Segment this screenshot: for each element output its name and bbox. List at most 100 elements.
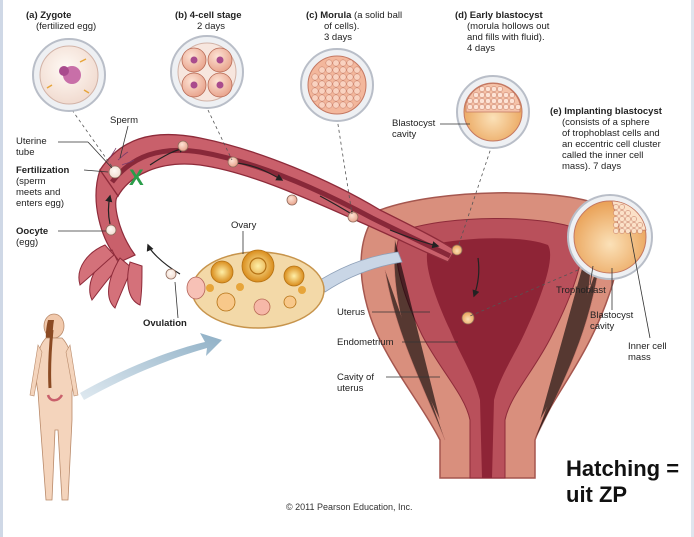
cell-dot xyxy=(311,73,319,81)
cell-dot xyxy=(625,222,631,228)
cell-dot xyxy=(339,94,347,102)
cell-dot xyxy=(509,92,515,98)
stage-c-title-rest: (a solid ball xyxy=(351,10,403,21)
cell-dot xyxy=(485,98,491,104)
cell-dot xyxy=(467,98,473,104)
stage-e-sub-2: of trophoblast cells and xyxy=(562,128,660,139)
cell-dot xyxy=(332,94,340,102)
cell-dot xyxy=(515,104,521,110)
sperm-cells xyxy=(109,147,135,166)
blastocyst-cavity-d-2: cavity xyxy=(392,129,417,140)
cell-dot xyxy=(339,80,347,88)
cell-dot xyxy=(325,66,333,74)
blastocyst-cavity-e-2: cavity xyxy=(590,321,615,332)
uterine-tube-label: Uterine tube xyxy=(16,136,47,158)
cell-dot xyxy=(311,94,319,102)
cell-dot xyxy=(332,101,340,109)
cell-dot xyxy=(353,94,361,102)
uterine-tube-label-1: Uterine xyxy=(16,136,47,147)
cavity-of-uterus-label: Cavity of uterus xyxy=(337,372,374,394)
hatching-line-1: Hatching = xyxy=(566,456,680,481)
oocyte-sub: (egg) xyxy=(16,237,39,248)
stage-a-label: (a) Zygote (fertilized egg) xyxy=(26,10,96,32)
cell-dot xyxy=(509,98,515,104)
cell-dot xyxy=(339,66,347,74)
stage-b-label: (b) 4-cell stage 2 days xyxy=(175,10,242,32)
cell-dot xyxy=(479,98,485,104)
cell-dot xyxy=(491,86,497,92)
left-edge-strip xyxy=(0,0,3,537)
cell-dot xyxy=(619,216,625,222)
cell-dot xyxy=(473,104,479,110)
cell-dot xyxy=(485,104,491,110)
cell-dot xyxy=(332,73,340,81)
stage-e-sub-3: an eccentric cell cluster xyxy=(562,139,661,150)
label-leaders xyxy=(58,123,651,378)
cell-dot xyxy=(346,66,354,74)
fertilization-sub-2: meets and xyxy=(16,187,61,198)
cell-dot xyxy=(491,98,497,104)
hatching-line-2: uit ZP xyxy=(566,482,628,507)
cell-dot xyxy=(332,59,340,67)
cell-dot xyxy=(332,80,340,88)
cell-dot xyxy=(325,87,333,95)
cell-dot xyxy=(631,222,637,228)
cell-dot xyxy=(503,92,509,98)
trophoblast-label: Trophoblast xyxy=(556,285,606,296)
four-cell-circle xyxy=(170,35,244,109)
uterine-tube xyxy=(78,133,456,309)
stage-c-sub-1: of cells). xyxy=(324,21,360,32)
morula-circle xyxy=(300,48,374,122)
cell-dot xyxy=(346,87,354,95)
cell-dot xyxy=(497,98,503,104)
stage-d-sub-2: and fills with fluid). xyxy=(467,32,545,43)
cell-dot xyxy=(346,59,354,67)
ovary-label: Ovary xyxy=(231,220,257,231)
cell-dot xyxy=(613,228,619,234)
cell-dot xyxy=(625,210,631,216)
female-figure xyxy=(29,313,79,501)
ovarian-ligament xyxy=(319,251,403,293)
uterus-label: Uterus xyxy=(337,307,365,318)
cell-dot xyxy=(613,204,619,210)
embryo-markers xyxy=(105,140,475,325)
fertilization-label: Fertilization (sperm meets and enters eg… xyxy=(16,165,69,209)
fertilization-sub-1: (sperm xyxy=(16,176,46,187)
cell-dot xyxy=(339,73,347,81)
cell-dot xyxy=(497,86,503,92)
fimbriae xyxy=(78,244,143,309)
cell-dot xyxy=(631,228,637,234)
cell-dot xyxy=(332,87,340,95)
cell-dot xyxy=(619,204,625,210)
zygote-circle xyxy=(32,38,106,112)
ovulation-label: Ovulation xyxy=(143,318,187,329)
sperm-label: Sperm xyxy=(110,115,138,126)
cell-dot xyxy=(485,92,491,98)
cell-dot xyxy=(353,66,361,74)
cell-dot xyxy=(325,94,333,102)
stage-c-sub-2: 3 days xyxy=(324,32,352,43)
cell-dot xyxy=(318,101,326,109)
cell-dot xyxy=(479,104,485,110)
cell-dot xyxy=(473,98,479,104)
cell-dot xyxy=(318,80,326,88)
cell-dot xyxy=(613,210,619,216)
dashed-leaders xyxy=(71,109,579,317)
stage-c-title: (c) Morula xyxy=(306,10,352,21)
early-blastocyst-circle xyxy=(456,75,530,149)
cell-dot xyxy=(318,87,326,95)
inner-cell-mass-1: Inner cell xyxy=(628,341,667,352)
blastocyst-cavity-d-1: Blastocyst xyxy=(392,118,436,129)
cell-dot xyxy=(339,87,347,95)
cell-dot xyxy=(503,104,509,110)
cell-dot xyxy=(491,104,497,110)
stage-e-sub-5: mass). 7 days xyxy=(562,161,622,172)
cell-dot xyxy=(509,104,515,110)
cell-dot xyxy=(467,104,473,110)
stage-e-sub-4: called the inner cell xyxy=(562,150,644,161)
cell-dot xyxy=(311,80,319,88)
cell-dot xyxy=(311,87,319,95)
cell-dot xyxy=(637,222,643,228)
cell-dot xyxy=(353,87,361,95)
cell-dot xyxy=(339,59,347,67)
